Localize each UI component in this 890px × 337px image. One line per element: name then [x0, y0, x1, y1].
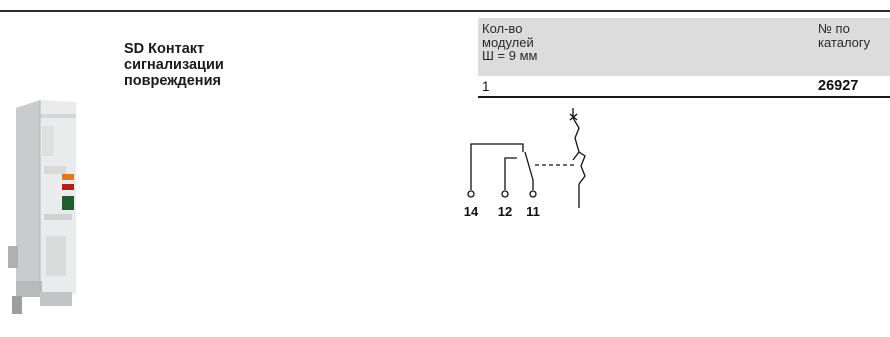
terminal-label-11: 11: [526, 204, 540, 219]
title-line-3: повреждения: [124, 73, 221, 89]
catalog-number: 26927: [818, 78, 859, 94]
top-rule: [0, 10, 890, 12]
modules-value: 1: [482, 79, 490, 94]
catalog-header-line-2: каталогу: [818, 34, 871, 50]
modules-header-line-1: Кол-во: [482, 21, 523, 36]
title-line-2: сигнализации: [124, 57, 224, 73]
modules-column-header: Кол-во модулей Ш = 9 мм: [482, 22, 537, 63]
orange-indicator: [62, 174, 74, 180]
modules-header-line-2: модулей: [482, 34, 534, 50]
spec-table-header: Кол-во модулей Ш = 9 мм № по каталогу: [478, 18, 890, 76]
catalog-header-line-1: № по: [818, 21, 850, 36]
spec-table-row: 1 26927: [478, 76, 890, 96]
product-title: SD Контакт сигнализации повреждения: [124, 41, 344, 89]
modules-header-line-3: Ш = 9 мм: [482, 48, 538, 63]
terminal-label-14: 14: [464, 204, 479, 219]
title-line-1: SD Контакт: [124, 41, 205, 57]
red-indicator: [62, 184, 74, 190]
terminal-label-12: 12: [498, 204, 512, 219]
wiring-diagram: 14 12 11: [464, 108, 586, 219]
product-photo: [8, 100, 76, 314]
catalog-column-header: № по каталогу: [818, 22, 870, 49]
green-indicator: [62, 196, 74, 210]
row-rule: [478, 96, 890, 98]
